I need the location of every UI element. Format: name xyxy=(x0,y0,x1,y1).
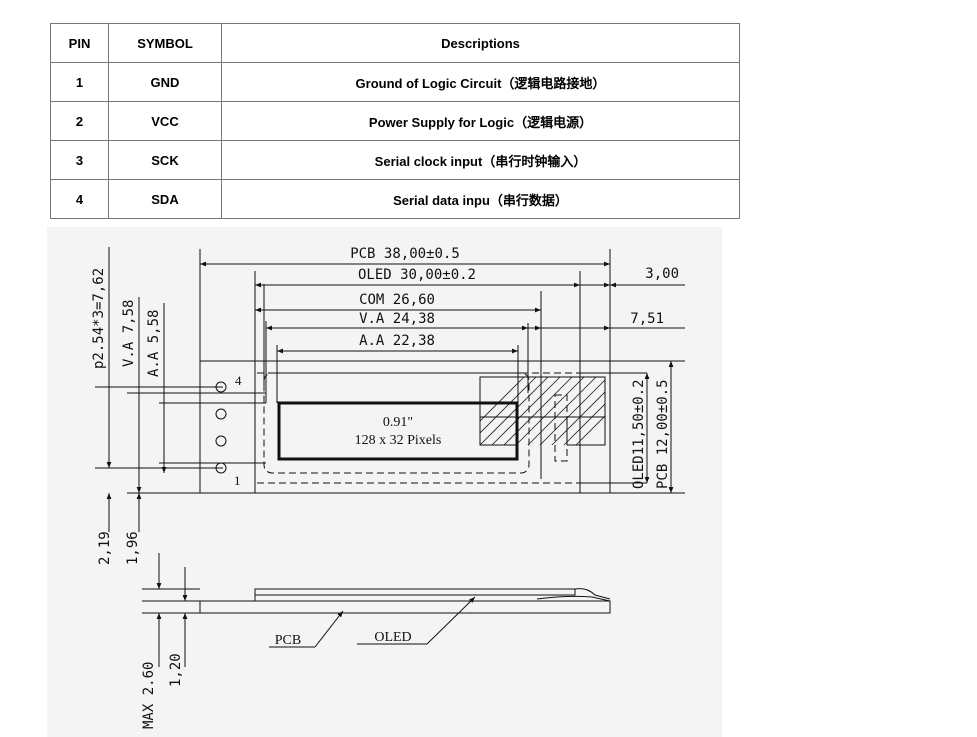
table-row: 2 VCC Power Supply for Logic（逻辑电源） xyxy=(50,101,740,141)
header-pin: PIN xyxy=(50,23,109,63)
cell-symbol: SDA xyxy=(108,179,222,219)
pin-label-1: 1 xyxy=(234,473,241,488)
cell-description: Serial clock input（串行时钟输入） xyxy=(221,140,740,180)
dim-pcb-thickness: 1,20 xyxy=(168,653,184,687)
fpc-hatch xyxy=(480,377,605,445)
table-row: 1 GND Ground of Logic Circuit（逻辑电路接地） xyxy=(50,62,740,102)
dim-va-height: V.A 7,58 xyxy=(121,300,137,367)
table-header-row: PIN SYMBOL Descriptions xyxy=(50,23,740,63)
cell-symbol: VCC xyxy=(108,101,222,141)
dim-pin-pitch: p2.54*3=7,62 xyxy=(91,268,107,369)
pin-table: PIN SYMBOL Descriptions 1 GND Ground of … xyxy=(50,23,740,219)
cell-description: Serial data inpu（串行数据） xyxy=(221,179,740,219)
left-dimensions: p2.54*3=7,62 V.A 7,58 A.A 5,58 2,19 1,96 xyxy=(91,247,266,565)
dim-max-thickness: MAX 2.60 xyxy=(141,662,157,729)
pin-label-4: 4 xyxy=(235,373,242,388)
screen-resolution: 128 x 32 Pixels xyxy=(355,433,442,448)
cell-symbol: GND xyxy=(108,62,222,102)
right-dimensions: OLED11,50±0.2 PCB 12,00±0.5 xyxy=(631,361,674,493)
mechanical-drawing: PCB 38,00±0.5 OLED 30,00±0.2 COM 26,60 V… xyxy=(91,246,685,729)
table-row: 4 SDA Serial data inpu（串行数据） xyxy=(50,179,740,219)
cell-description: Power Supply for Logic（逻辑电源） xyxy=(221,101,740,141)
pin-hole-4 xyxy=(215,381,227,393)
pin-hole-1 xyxy=(215,462,227,474)
header-symbol: SYMBOL xyxy=(108,23,222,63)
pin-hole-3 xyxy=(215,408,227,420)
cell-pin: 3 xyxy=(50,140,109,180)
cell-description: Ground of Logic Circuit（逻辑电路接地） xyxy=(221,62,740,102)
dim-pcb-width: PCB 38,00±0.5 xyxy=(350,246,460,262)
module-front-view: 0.91" 128 x 32 Pixels 4 1 xyxy=(199,360,685,494)
module-side-view: MAX 2.60 1,20 PCB OLED xyxy=(141,553,611,729)
dim-aa-height: A.A 5,58 xyxy=(146,310,162,377)
cell-pin: 4 xyxy=(50,179,109,219)
callout-oled: OLED xyxy=(374,630,411,645)
screen-size: 0.91" xyxy=(383,415,413,430)
dim-bottom-219: 2,19 xyxy=(97,531,113,565)
cell-pin: 2 xyxy=(50,101,109,141)
dim-va-width: V.A 24,38 xyxy=(359,311,435,327)
pin-hole-2 xyxy=(215,435,227,447)
dim-aa-width: A.A 22,38 xyxy=(359,333,435,349)
mechanical-drawing-panel: PCB 38,00±0.5 OLED 30,00±0.2 COM 26,60 V… xyxy=(47,227,722,737)
dim-oled-height: OLED11,50±0.2 xyxy=(631,379,647,489)
top-dimensions: PCB 38,00±0.5 OLED 30,00±0.2 COM 26,60 V… xyxy=(199,246,685,493)
cell-pin: 1 xyxy=(50,62,109,102)
dim-pcb-height: PCB 12,00±0.5 xyxy=(655,379,671,489)
table-row: 3 SCK Serial clock input（串行时钟输入） xyxy=(50,140,740,180)
callout-pcb: PCB xyxy=(275,633,301,648)
dim-com-width: COM 26,60 xyxy=(359,292,435,308)
dim-right-offset-3: 3,00 xyxy=(645,266,679,282)
dim-bottom-196: 1,96 xyxy=(125,531,141,565)
dim-oled-width: OLED 30,00±0.2 xyxy=(358,267,476,283)
header-descriptions: Descriptions xyxy=(221,23,740,63)
dim-right-offset-751: 7,51 xyxy=(630,311,664,327)
cell-symbol: SCK xyxy=(108,140,222,180)
